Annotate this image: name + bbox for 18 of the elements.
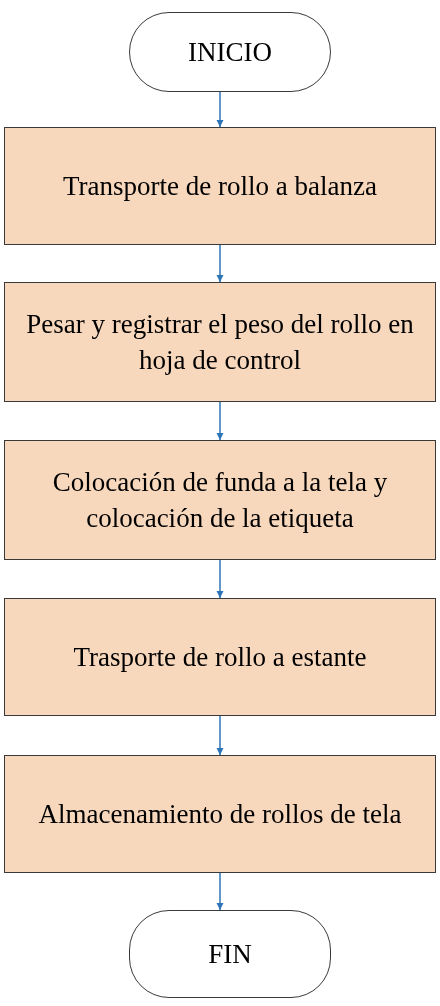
node-text: Transporte de rollo a balanza bbox=[63, 169, 377, 203]
process-box bbox=[4, 440, 436, 560]
node-text: Colocación de funda a la tela y colocación de la etiqueta bbox=[51, 465, 389, 535]
arrow bbox=[216, 715, 224, 756]
node-text: INICIO bbox=[188, 35, 272, 69]
arrow bbox=[216, 91, 224, 128]
arrow bbox=[216, 872, 224, 911]
node-text: Pesar y registrar el peso del rollo en hoja de control bbox=[25, 307, 415, 377]
process-box bbox=[4, 755, 436, 873]
node-text: Almacenamiento de rollos de tela bbox=[38, 797, 402, 831]
arrow bbox=[216, 244, 224, 283]
process-box bbox=[4, 127, 436, 245]
arrow bbox=[216, 559, 224, 599]
node-text: FIN bbox=[208, 937, 252, 971]
arrow bbox=[216, 401, 224, 441]
process-box bbox=[4, 598, 436, 716]
node-text: Trasporte de rollo a estante bbox=[73, 640, 367, 674]
process-box bbox=[4, 282, 436, 402]
